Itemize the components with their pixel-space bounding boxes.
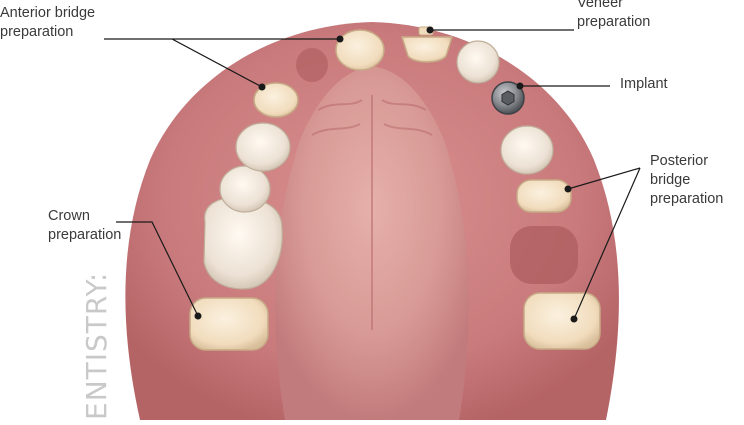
tooth-right-premolar: [501, 126, 553, 174]
implant-hex: [502, 91, 514, 105]
tooth-left-molar-2: [220, 166, 270, 212]
tooth-crown-preparation: [190, 298, 268, 350]
tooth-right-lateral: [457, 41, 499, 83]
label-anterior-bridge-preparation: Anterior bridge preparation: [0, 4, 95, 42]
tooth-left-central-bridge-abutment: [336, 30, 384, 70]
label-implant: Implant: [620, 75, 668, 94]
gap-right-posterior: [510, 226, 578, 284]
label-posterior-bridge-preparation: Posterior bridge preparation: [650, 152, 723, 209]
tooth-right-bridge-abutment-back: [524, 293, 600, 349]
label-veneer-preparation: Veneer preparation: [577, 0, 650, 32]
label-crown-preparation: Crown preparation: [48, 207, 121, 245]
tooth-left-premolar: [236, 123, 290, 171]
tooth-veneer-preparation: [402, 37, 452, 62]
side-watermark-text: ENTISTRY:: [80, 272, 113, 420]
tooth-right-bridge-abutment-front: [517, 180, 571, 212]
gap-left-anterior: [296, 48, 328, 82]
